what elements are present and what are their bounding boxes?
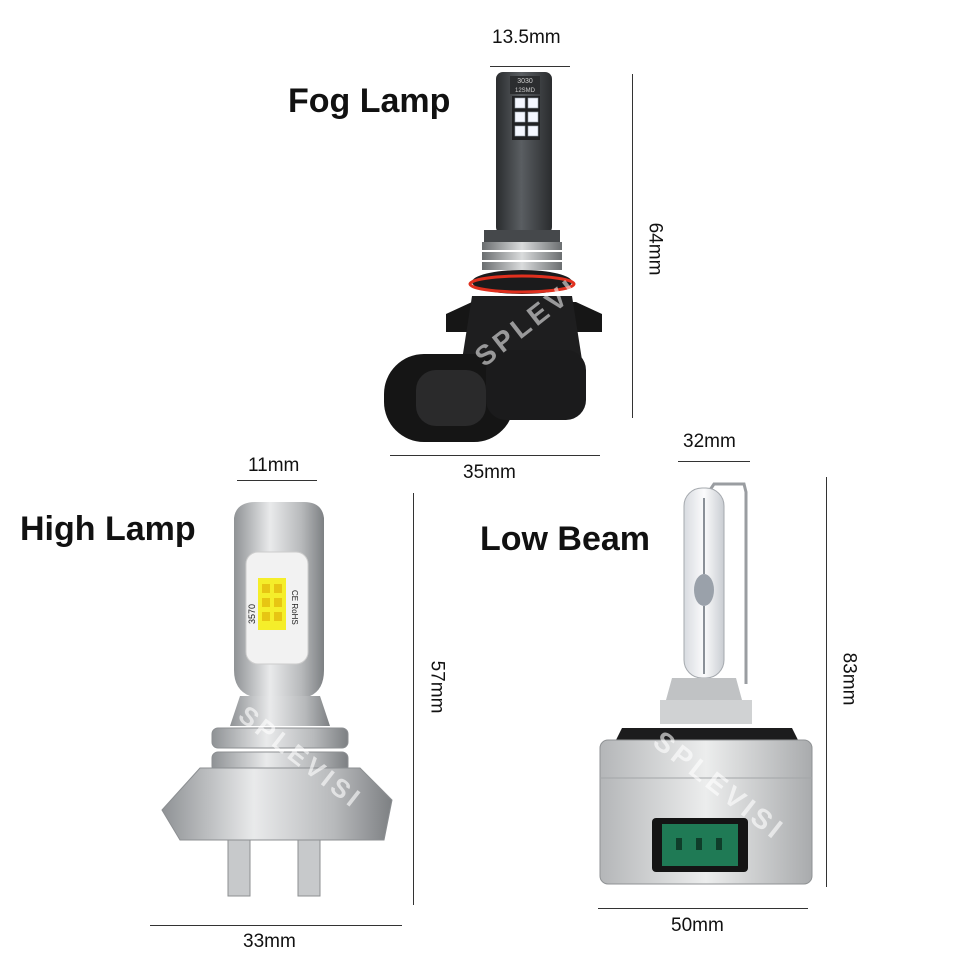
low-width-label: 32mm <box>683 431 736 452</box>
high-chip-marks: CE RoHS <box>290 590 299 625</box>
low-height-line <box>826 477 827 887</box>
high-base-label: 33mm <box>243 931 296 952</box>
fog-base-label: 35mm <box>463 462 516 483</box>
high-base-line <box>150 925 402 926</box>
high-chip-model: 3570 <box>247 604 257 624</box>
fog-chip-text-1: 3030 <box>517 78 533 85</box>
fog-lamp-bulb: 3030 12SMD <box>384 72 602 442</box>
low-beam-title: Low Beam <box>480 520 651 558</box>
fog-chip-text-2: 12SMD <box>515 88 536 94</box>
low-beam-bulb <box>599 482 813 885</box>
high-lamp-bulb: 3570 CE RoHS <box>161 502 393 897</box>
fog-width-label: 13.5mm <box>492 27 561 48</box>
low-base-line <box>598 908 808 909</box>
high-height-label: 57mm <box>426 660 448 714</box>
low-base-label: 50mm <box>671 915 724 936</box>
low-width-line <box>678 461 750 462</box>
high-height-line <box>413 493 414 905</box>
low-height-label: 83mm <box>838 652 860 706</box>
fog-lamp-title: Fog Lamp <box>288 82 451 120</box>
fog-base-line <box>390 455 600 456</box>
fog-height-label: 64mm <box>644 222 666 276</box>
high-lamp-title: High Lamp <box>20 510 196 548</box>
fog-height-line <box>632 74 633 418</box>
fog-width-line <box>490 66 570 67</box>
high-width-line <box>237 480 317 481</box>
high-width-label: 11mm <box>248 455 300 476</box>
